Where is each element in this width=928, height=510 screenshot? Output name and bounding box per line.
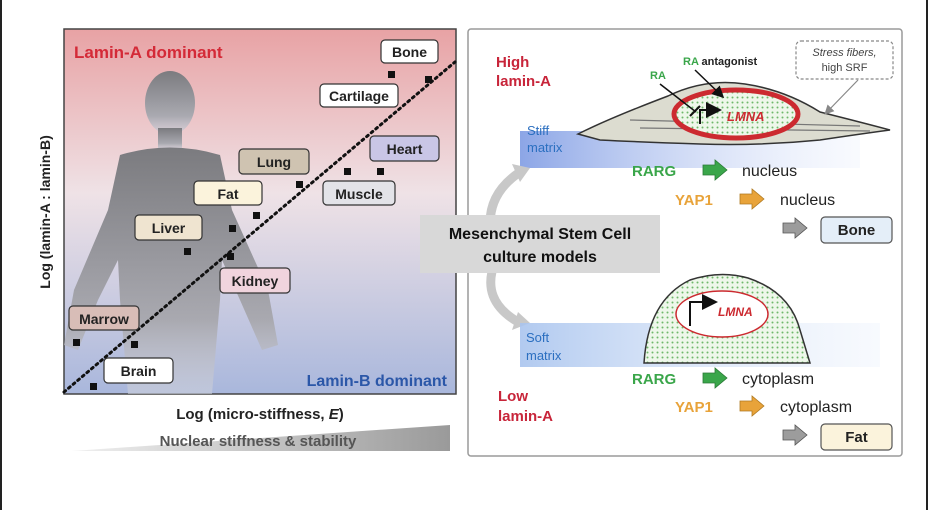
tissue-label-muscle: Muscle [322, 180, 396, 206]
data-point-lung [296, 181, 303, 188]
stiff-yap1-arrow-icon [739, 188, 765, 210]
stiff-yap1-label: YAP1 [675, 192, 713, 209]
svg-text:Muscle: Muscle [335, 186, 383, 202]
tissue-label-cartilage: Cartilage [319, 83, 399, 108]
data-point-bone [388, 71, 395, 78]
soft-lmna-gene: LMNA [718, 305, 753, 319]
tissue-label-marrow: Marrow [68, 305, 140, 331]
stiff-matrix-line1: Stiff [527, 123, 550, 138]
soft-rarg-arrow-icon [702, 367, 728, 389]
low-lamin-a-line1: Low [498, 388, 528, 405]
nuclear-stiffness-label: Nuclear stiffness & stability [160, 433, 357, 450]
msc-label-box [420, 215, 660, 273]
soft-yap1-location: cytoplasm [780, 399, 852, 416]
frame-left-border [0, 0, 2, 510]
ra-antagonist-label: RA antagonist [683, 56, 757, 68]
svg-text:Bone: Bone [392, 44, 427, 60]
stress-fibers-line2: high SRF [822, 62, 868, 74]
data-point-heart [377, 168, 384, 175]
stress-fibers-pointer [824, 79, 859, 115]
high-lamin-a-line2: lamin-A [496, 73, 551, 90]
tissue-label-brain: Brain [103, 357, 174, 384]
data-point-cartilage [425, 76, 432, 83]
human-silhouette [64, 71, 278, 394]
tissue-labels: Bone Cartilage Heart Muscle Lung Fat Liv… [68, 39, 440, 384]
stiff-rarg-label: RARG [632, 163, 676, 180]
soft-matrix-line1: Soft [526, 330, 550, 345]
ra-antagonist-arrow [694, 69, 725, 99]
tissue-label-bone: Bone [380, 39, 439, 64]
svg-text:Brain: Brain [121, 363, 157, 379]
fate-fat-label: Fat [845, 429, 868, 446]
svg-text:Liver: Liver [152, 220, 186, 236]
ra-inhibition-line [659, 83, 697, 113]
data-point-fat [253, 212, 260, 219]
curved-arrow-up-head [512, 164, 530, 182]
tissue-label-heart: Heart [369, 135, 440, 162]
data-point-brain-a [131, 341, 138, 348]
curved-arrow-down-head [512, 312, 530, 330]
svg-text:Marrow: Marrow [79, 311, 129, 327]
tissue-label-fat: Fat [193, 180, 263, 206]
tissue-label-lung: Lung [238, 148, 310, 175]
svg-text:Fat: Fat [218, 186, 239, 202]
stiff-yap1-location: nucleus [780, 192, 835, 209]
data-point-kidney-a [229, 225, 236, 232]
stiff-rarg-arrow-icon [702, 159, 728, 181]
stiff-rarg-location: nucleus [742, 163, 797, 180]
lamin-a-dominant-label: Lamin-A dominant [74, 43, 223, 62]
svg-text:Lung: Lung [257, 154, 291, 170]
soft-fate-arrow-icon [782, 424, 808, 446]
tissue-label-liver: Liver [134, 214, 203, 241]
ra-label: RA [650, 70, 666, 82]
data-point-muscle [344, 168, 351, 175]
ra-inhibition-bar [689, 105, 701, 117]
stiff-fate-arrow-icon [782, 217, 808, 239]
data-point-marrow [73, 339, 80, 346]
svg-text:Cartilage: Cartilage [329, 88, 389, 104]
data-point-brain-b [90, 383, 97, 390]
msc-label-line2: culture models [483, 249, 597, 266]
soft-yap1-arrow-icon [739, 395, 765, 417]
soft-rarg-label: RARG [632, 371, 676, 388]
lamin-b-dominant-label: Lamin-B dominant [307, 373, 448, 390]
stress-fibers-line1: Stress fibers, [812, 47, 876, 59]
nuclear-stiffness-wedge [72, 425, 450, 451]
fate-box-fat [820, 423, 893, 451]
soft-promoter-arrow [689, 294, 718, 326]
svg-text:Kidney: Kidney [232, 273, 279, 289]
soft-yap1-label: YAP1 [675, 399, 713, 416]
tissue-label-kidney: Kidney [219, 267, 291, 294]
low-lamin-a-line2: lamin-A [498, 408, 553, 425]
data-point-kidney-b [227, 253, 234, 260]
stiff-promoter-arrow [699, 102, 722, 124]
stress-fibers-callout [795, 40, 894, 80]
frame-right-border [926, 0, 928, 510]
fate-box-bone [820, 216, 893, 244]
y-axis-label: Log (lamin-A : lamin-B) [37, 135, 53, 288]
svg-text:Heart: Heart [387, 141, 423, 157]
x-axis-label: Log (micro-stiffness, E) [176, 406, 344, 423]
stiff-matrix-line2: matrix [527, 140, 563, 155]
soft-rarg-location: cytoplasm [742, 371, 814, 388]
data-point-liver [184, 248, 191, 255]
stiff-lmna-gene: LMNA [727, 109, 765, 124]
fate-bone-label: Bone [838, 222, 876, 239]
trend-line [62, 60, 457, 394]
soft-matrix-line2: matrix [526, 348, 562, 363]
high-lamin-a-line1: High [496, 54, 529, 71]
msc-label-line1: Mesenchymal Stem Cell [449, 226, 631, 243]
tissue-data-points [73, 71, 432, 390]
stiff-nucleus [671, 87, 801, 141]
